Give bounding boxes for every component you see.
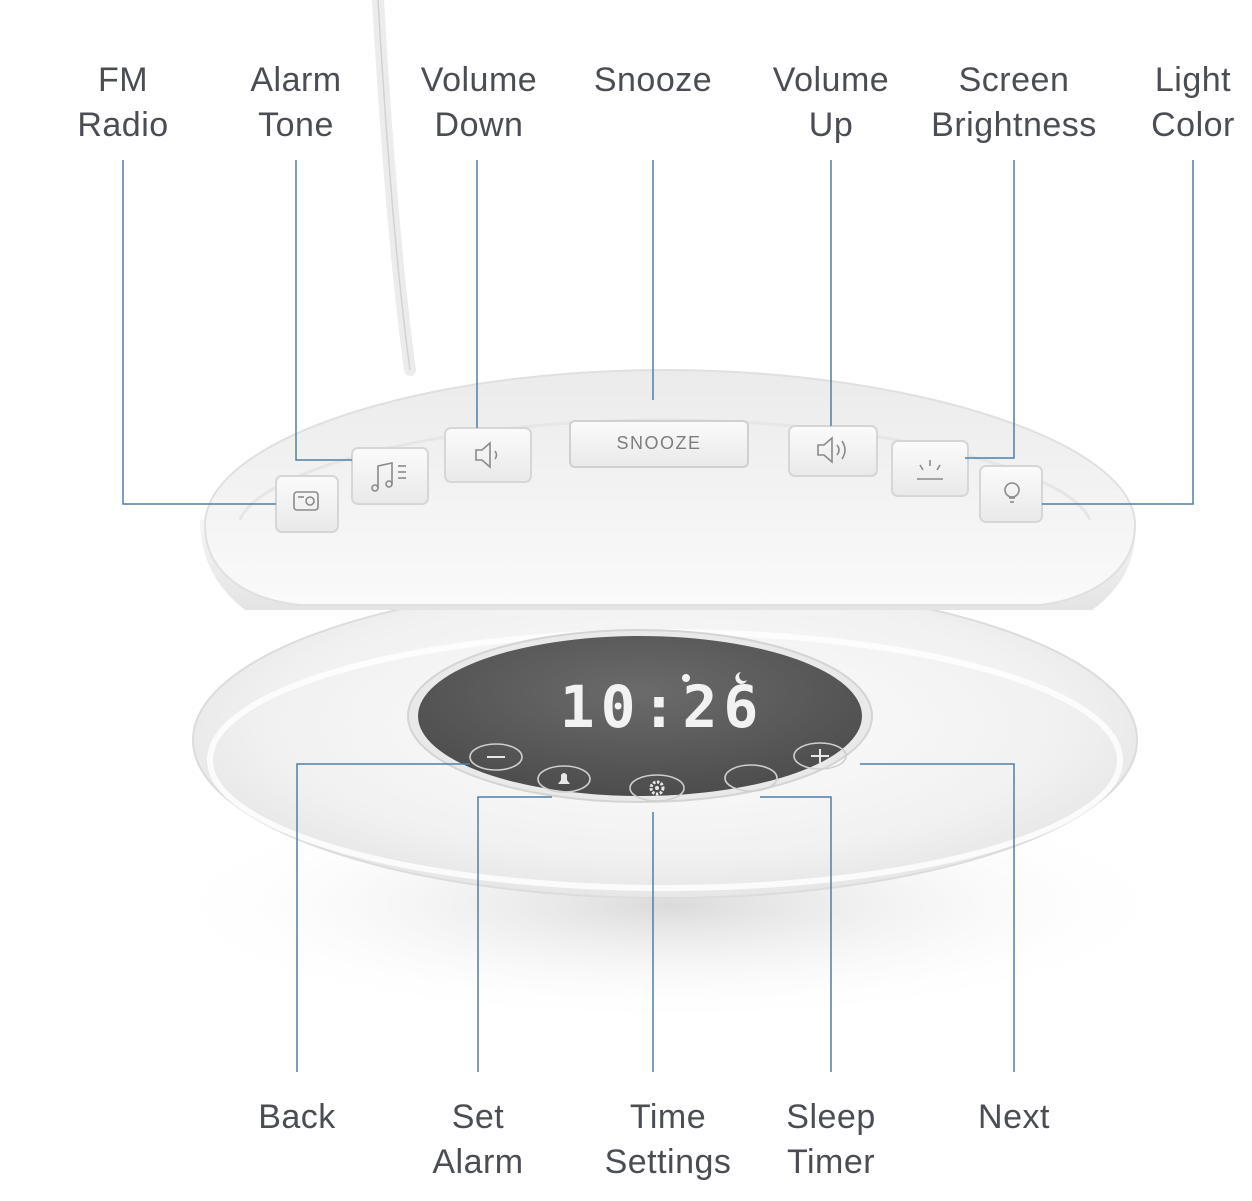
- label-fm-radio: FM Radio: [77, 61, 169, 144]
- snooze-button-label: SNOOZE: [616, 433, 701, 453]
- bell-icon: [558, 773, 570, 784]
- leader-lines-top: [122, 160, 1194, 505]
- gear-icon: [649, 780, 665, 796]
- leader-line-next: [860, 763, 1015, 1072]
- device-top-shell: [203, 368, 1137, 606]
- volume-down-button[interactable]: [444, 427, 532, 483]
- leader-line-screen-brightness: [965, 160, 1015, 459]
- label-volume-down: Volume Down: [420, 61, 538, 144]
- label-sleep-timer: Sleep Timer: [786, 1098, 876, 1181]
- brightness-icon: [917, 460, 943, 480]
- time-settings-touch-button[interactable]: [629, 774, 685, 802]
- display-face: [418, 636, 862, 796]
- speaker-low-icon: [475, 441, 498, 469]
- plus-icon: [811, 749, 829, 763]
- leader-line-sleep-timer: [760, 796, 832, 1072]
- sleep-indicator-moon: [735, 672, 747, 684]
- alarm-tone-button[interactable]: [351, 447, 429, 505]
- sleep-timer-touch-button[interactable]: [724, 764, 778, 792]
- snooze-button[interactable]: SNOOZE: [569, 420, 749, 468]
- fm-radio-button[interactable]: [275, 475, 339, 533]
- label-time-settings: Time Settings: [604, 1098, 732, 1181]
- leader-line-fm-radio: [122, 160, 276, 505]
- music-note-icon: [371, 462, 406, 492]
- back-touch-button[interactable]: [469, 743, 523, 771]
- next-touch-button[interactable]: [793, 742, 847, 770]
- display-time: 10:26: [560, 673, 765, 741]
- leader-line-alarm-tone: [295, 160, 352, 461]
- radio-icon: [293, 491, 319, 511]
- label-set-alarm: Set Alarm: [432, 1098, 524, 1181]
- leader-line-back: [296, 763, 470, 1072]
- leader-line-set-alarm: [477, 796, 552, 1072]
- label-volume-up: Volume Up: [772, 61, 890, 144]
- leader-lines-bottom: [296, 763, 1015, 1072]
- screen-brightness-button[interactable]: [891, 440, 969, 497]
- label-snooze: Snooze: [593, 61, 713, 99]
- alarm-indicator-dot: [682, 674, 690, 682]
- light-color-button[interactable]: [979, 465, 1043, 523]
- label-back: Back: [258, 1098, 336, 1136]
- leader-line-light-color: [1042, 160, 1194, 505]
- light-bulb-icon: [1004, 482, 1020, 503]
- set-alarm-touch-button[interactable]: [537, 765, 591, 793]
- label-screen-brightness: Screen Brightness: [931, 61, 1097, 144]
- speaker-high-icon: [817, 436, 846, 464]
- label-next: Next: [978, 1098, 1050, 1136]
- power-cable: [372, 0, 416, 376]
- volume-up-button[interactable]: [788, 425, 878, 477]
- label-alarm-tone: Alarm Tone: [250, 61, 342, 144]
- label-light-color: Light Color: [1151, 61, 1235, 144]
